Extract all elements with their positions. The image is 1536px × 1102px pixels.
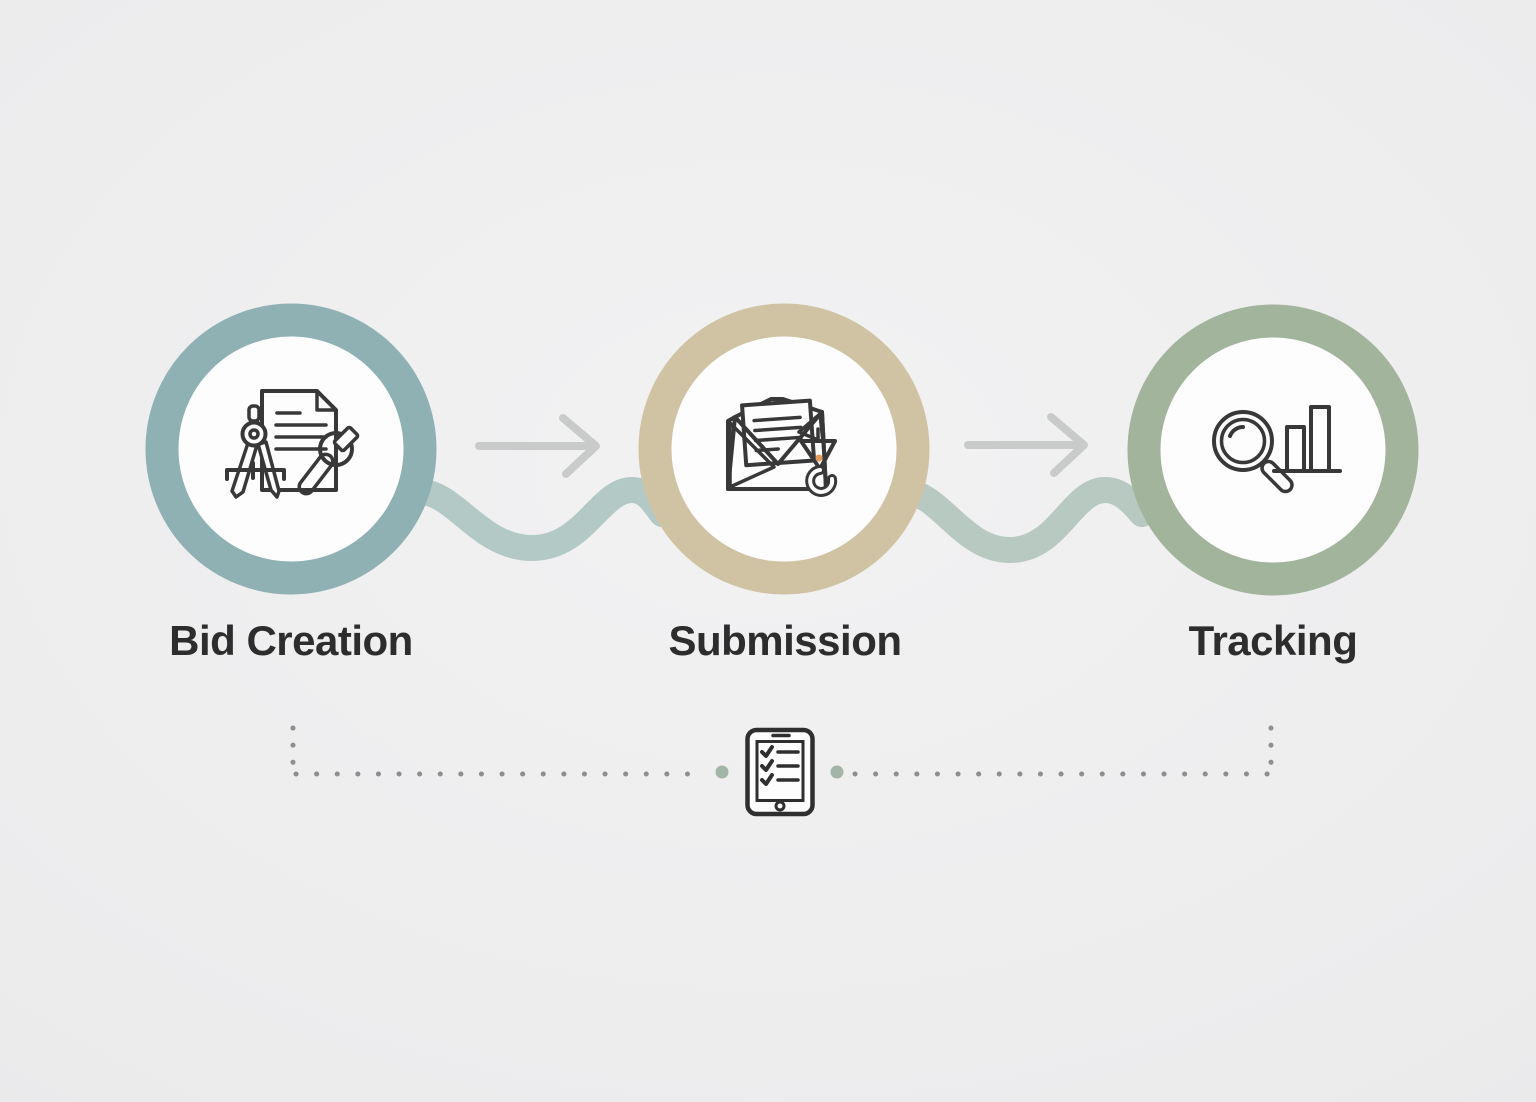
envelope-letter-hook-icon [726, 397, 838, 497]
arrow-head [1047, 413, 1088, 477]
tablet-home-button [774, 800, 786, 812]
magnifier-bar-chart-icon [1212, 405, 1342, 494]
compass-crossbar [225, 461, 286, 481]
wrench-head [318, 431, 354, 467]
step-label-tracking: Tracking [1188, 617, 1358, 664]
right-arrow-icon-1 [475, 414, 600, 478]
connector-dot-left [715, 765, 729, 779]
wave-connector-2 [892, 476, 1155, 564]
step-circle-tracking [1127, 304, 1419, 596]
document-text-lines [274, 411, 328, 451]
right-arrow-icon-2 [964, 413, 1088, 477]
hook-pulley-triangle [799, 439, 837, 471]
document-icon [260, 389, 338, 492]
wrench-handle [297, 452, 335, 496]
compass-pivot-hole [248, 428, 260, 440]
letter-text-lines [752, 415, 804, 453]
magnifier-highlight [1228, 425, 1245, 438]
checklist-lines [776, 750, 800, 782]
compass-document-wrench-icon [225, 389, 360, 499]
document-fold [315, 389, 338, 412]
step-label-submission: Submission [668, 617, 902, 664]
arrow-head [559, 414, 600, 478]
wave-connector-1 [407, 476, 675, 562]
hook-flame-mark [815, 454, 823, 462]
checklist-checks [760, 745, 774, 786]
envelope-flap-left [728, 421, 776, 489]
connector-dot-right [830, 765, 844, 779]
checklist-tablet-icon [745, 727, 815, 817]
crane-hook-core [808, 468, 835, 494]
compass-knob [247, 404, 261, 423]
wrench-jaw-notch [332, 425, 360, 453]
step-label-bid-creation: Bid Creation [169, 617, 413, 664]
